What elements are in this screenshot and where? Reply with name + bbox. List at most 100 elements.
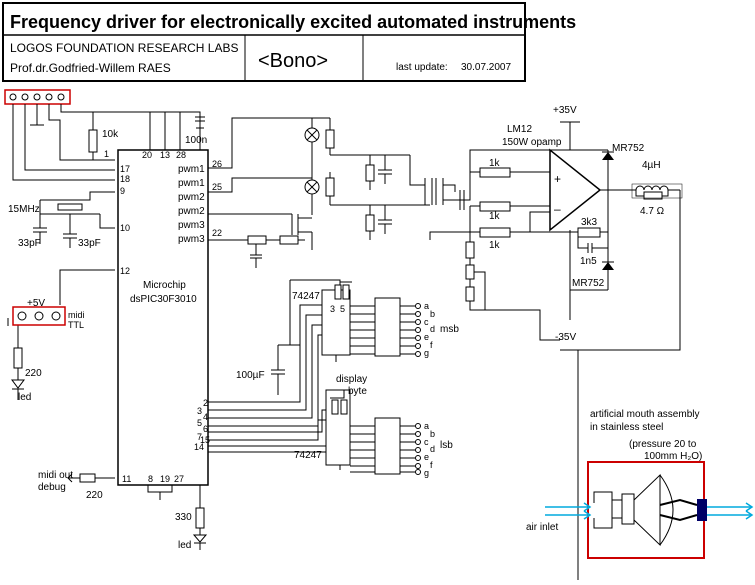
output-box	[631, 183, 683, 199]
diode-2	[602, 262, 614, 270]
author-name: Prof.dr.Godfried-Willem RAES	[10, 61, 171, 75]
svg-text:b: b	[430, 309, 435, 319]
opamp-wires	[429, 121, 681, 351]
svg-text:25: 25	[212, 182, 222, 192]
ttl-label: TTL	[68, 320, 84, 330]
svg-text:pwm1: pwm1	[178, 164, 205, 175]
r330-label: 330	[175, 512, 192, 523]
svg-text:a: a	[424, 301, 429, 311]
svg-text:20: 20	[142, 150, 152, 160]
midi-pin	[34, 311, 44, 321]
r47-label: 4.7 Ω	[640, 206, 665, 217]
led2-label: led	[178, 540, 191, 551]
byte-label: byte	[348, 386, 367, 397]
svg-text:g: g	[424, 348, 429, 358]
svg-text:22: 22	[212, 228, 222, 238]
pin3-label: 3	[330, 304, 335, 314]
svg-text:3: 3	[197, 406, 202, 416]
svg-text:6: 6	[203, 424, 208, 434]
svg-text:15: 15	[200, 435, 210, 445]
svg-text:27: 27	[174, 474, 184, 484]
last-update-label: last update:	[396, 62, 448, 73]
c1n5-label: 1n5	[580, 256, 597, 267]
inductor	[630, 185, 680, 200]
svg-text:9: 9	[120, 186, 125, 196]
mouth-label-2: in stainless steel	[590, 422, 663, 433]
midi-wires	[7, 269, 115, 400]
c33b-label: 33pF	[78, 238, 101, 249]
msb-label: msb	[440, 324, 459, 335]
mcu-part: dsPIC30F3010	[130, 294, 197, 305]
header-frame	[2, 2, 526, 82]
opamp-minus: –	[554, 202, 561, 216]
prog-connector-pins	[9, 93, 65, 101]
inductor-label: 4µH	[642, 160, 661, 171]
midi-out-label: midi out	[38, 470, 73, 481]
display-wires	[208, 279, 415, 475]
xtal-label: 15MHz	[8, 204, 40, 215]
page-title: Frequency driver for electronically exci…	[10, 12, 576, 32]
svg-text:8: 8	[148, 474, 153, 484]
opamp-label: 150W opamp	[502, 137, 562, 148]
pin5-label: 5	[340, 304, 345, 314]
svg-text:pwm3: pwm3	[178, 234, 205, 245]
minus35-label: -35V	[555, 332, 576, 343]
svg-text:pwm1: pwm1	[178, 178, 205, 189]
lamp-2	[304, 179, 320, 195]
c33a-label: 33pF	[18, 238, 41, 249]
svg-text:19: 19	[160, 474, 170, 484]
project-name: <Bono>	[258, 50, 328, 72]
debug-label: debug	[38, 482, 66, 493]
c100u-label: 100µF	[236, 370, 265, 381]
decoder-top-label: 74247	[292, 291, 320, 302]
svg-text:f: f	[430, 340, 433, 350]
mcu-name: Microchip	[143, 280, 186, 291]
crystal	[33, 191, 115, 248]
r1k-1-label: 1k	[489, 158, 501, 169]
svg-text:5: 5	[197, 418, 202, 428]
lamp-1	[304, 127, 320, 143]
svg-text:f: f	[430, 460, 433, 470]
svg-text:13: 13	[160, 150, 170, 160]
lsb-segment-labels: a b c d e f g	[424, 421, 435, 478]
opamp-plus: +	[554, 172, 561, 186]
svg-text:e: e	[424, 452, 429, 462]
r220b-label: 220	[86, 490, 103, 501]
decoder-bottom-label: 74247	[294, 450, 322, 461]
mouth-assembly	[593, 473, 707, 547]
svg-text:4: 4	[203, 412, 208, 422]
lsb-segment-dots	[415, 423, 421, 475]
r10k-label: 10k	[102, 129, 119, 140]
air-inlet-label: air inlet	[526, 522, 558, 533]
opamp-triangle	[549, 148, 602, 232]
r220a-label: 220	[25, 368, 42, 379]
svg-text:a: a	[424, 421, 429, 431]
last-update-date: 30.07.2007	[461, 62, 511, 73]
pressure-label-1: (pressure 20 to	[629, 439, 697, 450]
svg-text:pwm2: pwm2	[178, 206, 205, 217]
r1k-2-label: 1k	[489, 211, 501, 222]
svg-text:c: c	[424, 437, 429, 447]
mouth-label-1: artificial mouth assembly	[590, 409, 699, 420]
svg-text:e: e	[424, 332, 429, 342]
mr752a-label: MR752	[612, 143, 645, 154]
pressure-label-2: 100mm H₂O)	[644, 451, 702, 462]
svg-text:d: d	[430, 324, 435, 334]
midi-pin	[51, 311, 61, 321]
r3k3-label: 3k3	[581, 217, 598, 228]
midi-pin	[17, 311, 27, 321]
diode-1	[602, 152, 614, 160]
msb-segment-dots	[415, 303, 421, 357]
c100n-label: 100n	[185, 135, 207, 146]
svg-text:26: 26	[212, 159, 222, 169]
org-name: LOGOS FOUNDATION RESEARCH LABS	[10, 41, 239, 55]
svg-text:28: 28	[176, 150, 186, 160]
svg-text:7: 7	[197, 432, 202, 442]
svg-text:c: c	[424, 317, 429, 327]
msb-segment-labels: a b c d e f g	[424, 301, 435, 358]
plus35-label: +35V	[553, 105, 577, 116]
led1-label: led	[18, 392, 31, 403]
svg-text:18: 18	[120, 174, 130, 184]
